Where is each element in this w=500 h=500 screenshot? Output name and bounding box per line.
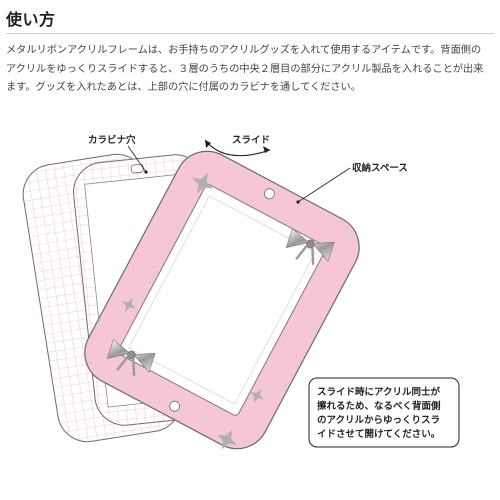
front-frame-layer xyxy=(84,150,360,450)
slide-label: スライド xyxy=(232,135,270,146)
note-line-3: のアクリルからゆっくりスラ xyxy=(317,415,440,426)
title-divider xyxy=(6,33,494,34)
note-line-2: 擦れるため、なるべく背面側 xyxy=(317,400,441,412)
description-line-1: メタルリボンアクリルフレームは、お手持ちのアクリルグッズを入れて使用するアイテム… xyxy=(6,45,482,56)
note-line-4: イドさせて開けてください。 xyxy=(317,428,440,440)
carabiner-hole-label: カラビナ穴 xyxy=(88,134,136,146)
description-line-3: ます。グッズを入れたあとは、上部の穴に付属のカラビナを通してください。 xyxy=(6,82,361,93)
storage-leader-line xyxy=(297,167,351,203)
description: メタルリボンアクリルフレームは、お手持ちのアクリルグッズを入れて使用するアイテム… xyxy=(6,42,498,98)
sparkle-icon xyxy=(121,172,265,450)
caution-note: スライド時にアクリル同士が 擦れるため、なるべく背面側 のアクリルからゆっくりス… xyxy=(308,377,460,448)
storage-space-label: 収納スペース xyxy=(352,162,408,174)
ribbon-bottom-icon xyxy=(106,339,156,376)
ribbon-top-icon xyxy=(285,228,335,265)
carabiner-leader-line xyxy=(127,145,147,173)
description-line-2: アクリルをゆっくりスライドすると、３層のうちの中央２層目の部分にアクリル製品を入… xyxy=(6,63,484,75)
note-line-1: スライド時にアクリル同士が xyxy=(317,386,441,398)
section-title: 使い方 xyxy=(6,10,56,29)
